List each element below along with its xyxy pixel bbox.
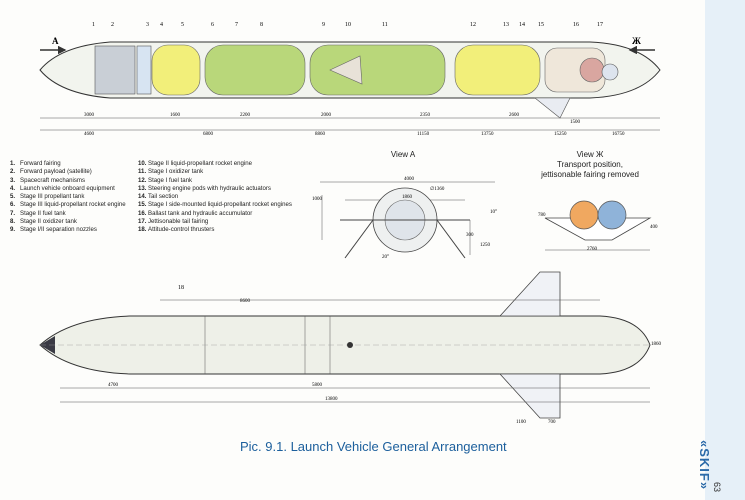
view-a-drawing xyxy=(320,181,495,259)
legend-item: 8.Stage II oxidizer tank xyxy=(10,218,77,226)
side-dim-8600: 8600 xyxy=(240,299,251,304)
legend-item: 9.Stage I/II separation nozzles xyxy=(10,226,97,234)
callout-1: 1 xyxy=(92,22,95,28)
dim-1500: 1500 xyxy=(570,120,581,125)
figure-caption: Pic. 9.1. Launch Vehicle General Arrange… xyxy=(240,439,507,454)
callout-5: 5 xyxy=(181,22,184,28)
callout-17: 17 xyxy=(597,22,603,28)
view-zh-subtitle-1: Transport position, xyxy=(557,160,623,169)
legend-item: 15.Stage I side-mounted liquid-propellan… xyxy=(138,201,292,209)
view-a-dim-20deg: 20° xyxy=(382,255,389,260)
side-dim-1100: 1100 xyxy=(516,420,526,425)
top-view xyxy=(39,41,661,131)
legend-item: 4.Launch vehicle onboard equipment xyxy=(10,184,115,192)
callout-11: 11 xyxy=(382,22,388,28)
legend-item: 10.Stage II liquid-propellant rocket eng… xyxy=(138,160,252,167)
view-zh-title: View Ж xyxy=(576,150,604,159)
side-dim-5800: 5800 xyxy=(312,383,323,388)
legend-item: 6.Stage III liquid-propellant rocket eng… xyxy=(10,201,126,209)
view-a-dim-10deg: 10° xyxy=(490,210,497,215)
legend-item: 13.Steering engine pods with hydraulic a… xyxy=(138,184,271,192)
legend-item: 7.Stage II fuel tank xyxy=(10,209,66,217)
dim-8860: 8860 xyxy=(315,132,326,137)
legend-item: 2.Forward payload (satellite) xyxy=(10,168,92,176)
callout-4: 4 xyxy=(160,22,163,28)
callout-16: 16 xyxy=(573,22,579,28)
dim-2350: 2350 xyxy=(420,113,431,118)
view-a-dim-1000: 1000 xyxy=(312,197,323,202)
view-zh-dim-780: 780 xyxy=(538,213,546,218)
legend-item: 1.Forward fairing xyxy=(10,160,61,167)
callout-6: 6 xyxy=(211,22,214,28)
view-a-title: View A xyxy=(390,150,416,159)
callout-15: 15 xyxy=(538,22,544,28)
dim-4600: 4600 xyxy=(84,132,95,137)
side-dim-1860: 1860 xyxy=(651,342,662,347)
dim-6800: 6800 xyxy=(203,132,214,137)
callout-2: 2 xyxy=(111,22,114,28)
view-zh-dim-2760: 2760 xyxy=(587,247,598,252)
side-view xyxy=(39,271,651,419)
dim-2200: 2200 xyxy=(240,113,251,118)
view-a-dim-1860: 1860 xyxy=(402,195,413,200)
callout-14: 14 xyxy=(519,22,525,28)
legend-col-1: 1.Forward fairing 2.Forward payload (sat… xyxy=(10,160,170,235)
view-zh-dim-400: 400 xyxy=(650,225,658,230)
dim-16750: 16750 xyxy=(612,132,625,137)
callout-3: 3 xyxy=(146,22,149,28)
legend-item: 5.Stage III propellant tank xyxy=(10,193,85,201)
view-a-dim-300: 300 xyxy=(466,233,474,238)
view-a-dim-4000: 4000 xyxy=(404,177,415,182)
legend-item: 12.Stage I fuel tank xyxy=(138,176,193,184)
legend-item: 11.Stage I oxidizer tank xyxy=(138,168,204,176)
dim-13750: 13750 xyxy=(481,132,494,137)
callout-12: 12 xyxy=(470,22,476,28)
legend-item: 14.Tail section xyxy=(138,193,179,201)
callout-10: 10 xyxy=(345,22,351,28)
legend-item: 3.Spacecraft mechanisms xyxy=(10,176,86,184)
callout-9: 9 xyxy=(322,22,325,28)
view-zh-title-block: View Ж Transport position, jettisonable … xyxy=(520,150,660,180)
dim-15250: 15250 xyxy=(554,132,567,137)
side-callout-18: 18 xyxy=(178,285,184,291)
dim-11150: 11150 xyxy=(417,132,430,137)
legend-item: 17.Jettisonable tail fairing xyxy=(138,218,209,226)
callout-8: 8 xyxy=(260,22,263,28)
legend-col-2: 10.Stage II liquid-propellant rocket eng… xyxy=(138,160,298,235)
dim-3000: 3000 xyxy=(84,113,95,118)
view-zh-subtitle-2: jettisonable fairing removed xyxy=(541,170,639,179)
dim-1600: 1600 xyxy=(170,113,181,118)
legend-item: 16.Ballast tank and hydraulic accumulato… xyxy=(138,209,253,217)
dim-2600: 2600 xyxy=(509,113,520,118)
dim-2000: 2000 xyxy=(321,113,332,118)
side-dim-13800: 13800 xyxy=(325,397,338,402)
side-dim-4700: 4700 xyxy=(108,383,119,388)
direction-zh-label: Ж xyxy=(632,36,641,46)
view-a-dim-1250: 1250 xyxy=(480,243,491,248)
callout-7: 7 xyxy=(235,22,238,28)
view-a-dim-1360: ∅1360 xyxy=(430,186,445,192)
callout-13: 13 xyxy=(503,22,509,28)
direction-a-label: А xyxy=(52,36,59,46)
view-zh-drawing xyxy=(544,200,652,251)
sidebar-strip xyxy=(705,0,745,500)
legend-item: 18.Attitude-control thrusters xyxy=(138,226,215,234)
side-dim-700: 700 xyxy=(548,420,556,425)
